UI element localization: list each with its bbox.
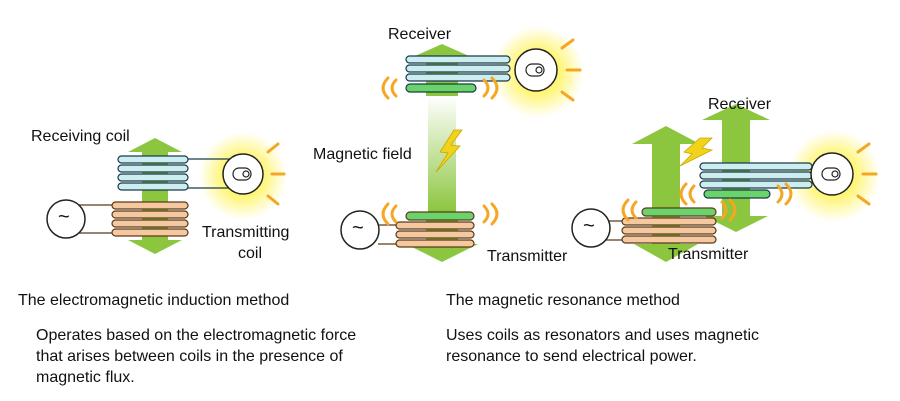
light-bulb-icon <box>222 142 286 206</box>
transmitting-coil <box>70 201 189 237</box>
lightning-bolt-icon <box>679 137 714 167</box>
receiver-label: Receiver <box>388 26 452 43</box>
ac-source-icon <box>571 208 611 248</box>
transmitting-coil-label-line1: Transmitting <box>202 224 290 241</box>
transmitter-coil <box>378 211 475 248</box>
ac-source-symbol: ~ <box>58 206 70 228</box>
resonance-method-title: The magnetic resonance method <box>446 292 680 309</box>
transmitter-coil <box>606 207 717 244</box>
induction-method-description: Operates based on the electromagnetic fo… <box>36 327 357 386</box>
resonance-wave-icon <box>621 198 737 222</box>
light-bulb-icon <box>514 38 582 102</box>
ac-source-icon <box>46 199 86 239</box>
induction-method-title: The electromagnetic induction method <box>18 292 290 309</box>
receiver-coil <box>699 162 813 199</box>
transmitter-label: Transmitter <box>487 248 568 265</box>
ac-source-icon <box>340 210 380 250</box>
ac-source-symbol: ~ <box>583 215 595 237</box>
induction-diagram <box>46 132 287 254</box>
resonance-method-description: Uses coils as resonators and uses magnet… <box>446 327 760 365</box>
receiving-coil <box>117 155 232 191</box>
magnetic-field-label: Magnetic field <box>313 146 412 163</box>
lightning-bolt-icon <box>435 129 463 173</box>
transmitter-label: Transmitter <box>668 246 749 263</box>
transmitting-coil-label-line2: coil <box>238 245 263 262</box>
receiver-coil <box>405 55 511 93</box>
resonance-wave-icon <box>381 76 499 100</box>
resonance-offset-diagram <box>571 104 880 262</box>
ac-source-symbol: ~ <box>352 217 364 239</box>
resonance-vertical-diagram <box>340 26 584 262</box>
receiving-coil-label: Receiving coil <box>31 128 130 145</box>
resonance-wave-icon <box>679 182 793 206</box>
light-bulb-icon <box>810 142 878 206</box>
resonance-wave-icon <box>381 202 499 226</box>
receiver-label: Receiver <box>708 96 772 113</box>
